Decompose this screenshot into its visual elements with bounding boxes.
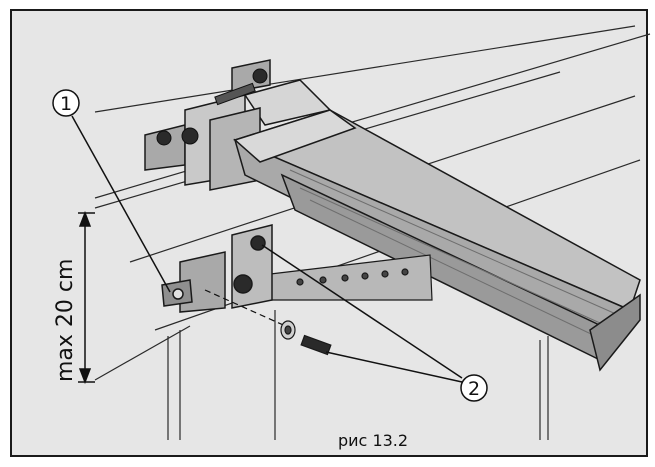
- callout-1-number: 1: [60, 93, 72, 115]
- exploded-fastener: [204, 289, 332, 356]
- dimension-label: max 20 cm: [53, 259, 78, 382]
- bolt-icon: [181, 127, 199, 145]
- rail: [232, 109, 641, 372]
- bolt-icon: [156, 130, 172, 146]
- bolt-icon: [250, 235, 266, 251]
- callout-1: 1: [52, 89, 80, 117]
- figure-caption: рис 13.2: [338, 431, 408, 450]
- dimension-marker: [78, 210, 95, 385]
- callout-2: 2: [460, 374, 488, 402]
- bolt-icon: [252, 68, 268, 84]
- bolt-icon: [300, 334, 332, 356]
- leader-lines: [71, 115, 463, 383]
- threaded-rod: [214, 82, 256, 106]
- bolt-icon: [233, 274, 253, 294]
- callout-2-number: 2: [468, 378, 480, 400]
- upper-bolts: [156, 68, 268, 146]
